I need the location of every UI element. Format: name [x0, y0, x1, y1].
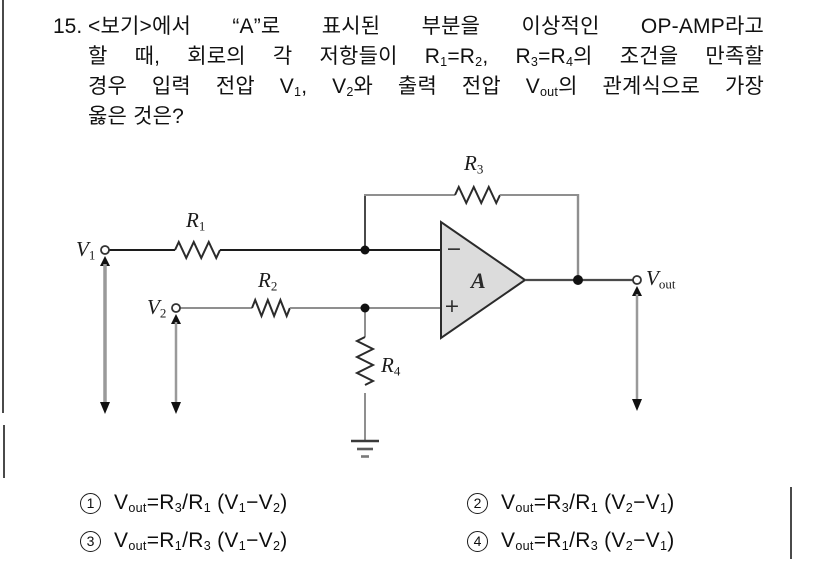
question-line: <보기>에서 “A”로 표시된 부분을 이상적인 OP-AMP라고 — [88, 15, 764, 38]
vout-voltage-arrow — [632, 286, 642, 411]
question-number: 15. — [53, 15, 83, 38]
junction-dot — [573, 275, 583, 285]
noninverting-input-label: + — [444, 295, 460, 317]
question-line: 할 때, 회로의 각 저항들이 R1=R2, R3=R4의 조건을 만족할 — [88, 45, 764, 70]
v2-wire — [180, 297, 441, 319]
v2-label: V2 — [147, 295, 167, 321]
feedback-wire — [364, 184, 580, 278]
r3-label: R3 — [464, 151, 484, 177]
vout-terminal — [632, 275, 642, 285]
r2-label: R2 — [258, 268, 278, 294]
inverting-input-label: − — [446, 238, 462, 260]
option-formula: Vout=R1/R3 (V1−V2) — [114, 529, 288, 554]
resistor-r3 — [454, 184, 501, 206]
v2-terminal — [171, 303, 181, 313]
r4-label: R4 — [381, 353, 401, 379]
answer-option-1: 1 Vout=R3/R1 (V1−V2) — [80, 491, 288, 515]
v1-terminal — [100, 245, 110, 255]
resistor-r1 — [174, 239, 221, 261]
junction-dot — [360, 303, 370, 313]
opamp-triangle — [440, 220, 527, 340]
option-number-badge: 4 — [467, 530, 488, 552]
option-number-badge: 2 — [467, 492, 488, 514]
page-left-border — [2, 0, 4, 413]
option-formula: Vout=R1/R3 (V2−V1) — [501, 529, 675, 554]
vout-label: Vout — [646, 266, 676, 292]
junction-dot — [360, 245, 370, 255]
option-formula: Vout=R3/R1 (V2−V1) — [501, 491, 675, 516]
option-number-badge: 1 — [80, 492, 101, 514]
question-line: 옳은 것은? — [88, 105, 184, 128]
answer-option-2: 2 Vout=R3/R1 (V2−V1) — [467, 491, 675, 515]
v2-voltage-arrow — [171, 314, 181, 414]
question-text: <보기>에서 “A”로 표시된 부분을 이상적인 OP-AMP라고 할 때, 회… — [88, 12, 764, 132]
answer-option-3: 3 Vout=R1/R3 (V1−V2) — [80, 529, 288, 553]
question-line: 경우 입력 전압 V1, V2와 출력 전압 Vout의 관계식으로 가장 — [88, 75, 764, 100]
option-formula: Vout=R3/R1 (V1−V2) — [114, 491, 288, 516]
resistor-r4 — [354, 336, 376, 386]
page-left-border-lower — [3, 425, 5, 478]
ground-symbol — [351, 439, 379, 458]
opamp-gain-label: A — [471, 268, 486, 293]
option-number-badge: 3 — [80, 530, 101, 552]
v1-wire — [109, 239, 441, 261]
answer-option-4: 4 Vout=R1/R3 (V2−V1) — [467, 529, 675, 553]
r4-branch — [354, 308, 376, 440]
v1-voltage-arrow — [100, 256, 110, 414]
v1-label: V1 — [76, 237, 96, 263]
page-right-border — [790, 487, 792, 559]
resistor-r2 — [251, 297, 291, 319]
r1-label: R1 — [186, 208, 206, 234]
